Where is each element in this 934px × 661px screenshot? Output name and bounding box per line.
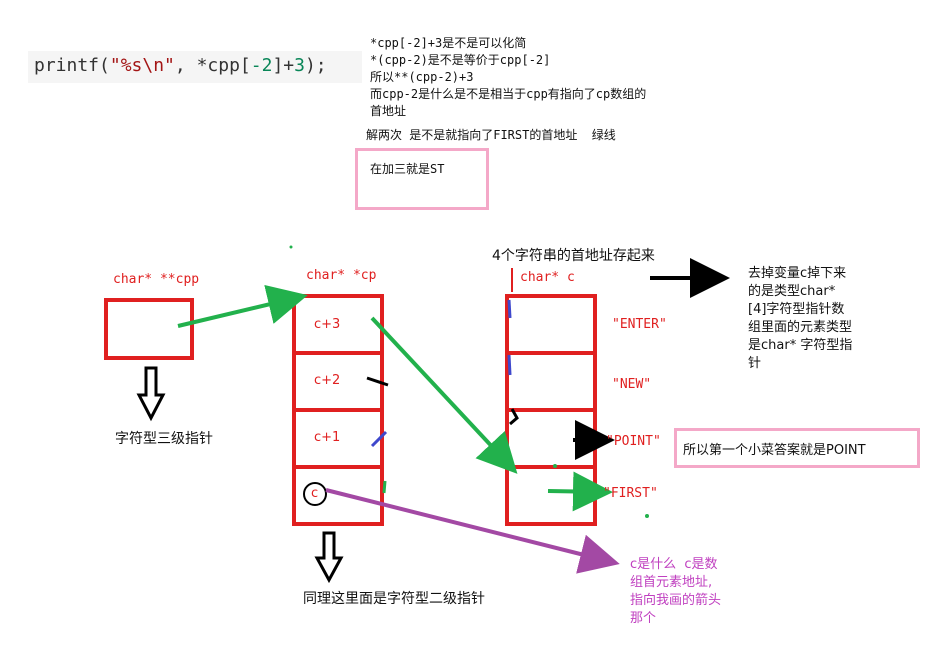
c-label: char* c — [520, 270, 575, 285]
side-note: 去掉变量c掉下来 的是类型char* [4]字符型指针数 组里面的元素类型 是c… — [748, 266, 853, 371]
note-line-4: 而cpp-2是什么是不是相当于cpp有指向了cp数组的 — [370, 87, 647, 101]
cp3-to-first-arrow — [370, 316, 518, 474]
string-new: "NEW" — [612, 377, 652, 392]
green-dot-2 — [553, 464, 557, 468]
c-circle — [303, 482, 327, 506]
note-line-1: *cpp[-2]+3是不是可以化简 — [370, 36, 527, 50]
c-to-note-arrow — [325, 488, 620, 574]
green-dot-3 — [645, 514, 649, 518]
answer-box: 所以第一个小菜答案就是POINT — [674, 428, 920, 468]
c-header-note: 4个字符串的首地址存起来 — [492, 248, 655, 264]
cpp-label: char* **cpp — [113, 272, 200, 287]
code-snippet: printf("%s\n", *cpp[-2]+3); — [34, 55, 327, 76]
cp-cell-c1: c+1 — [314, 430, 341, 445]
string-point: "POINT" — [606, 434, 661, 449]
note-plus-three: 在加三就是ST — [370, 162, 445, 176]
purple-note: c是什么 c是数 组首元素地址, 指向我画的箭头 那个 — [630, 557, 722, 626]
answer-text: 所以第一个小菜答案就是POINT — [683, 443, 866, 458]
string-first: "FIRST" — [603, 486, 658, 501]
green-tick — [382, 480, 387, 494]
first-string-arrow — [547, 471, 613, 512]
note-line-5: 首地址 — [370, 104, 407, 118]
cpp-down-arrow — [136, 366, 166, 422]
cpp-to-cp-arrow — [177, 284, 308, 328]
cp-cell-c3: c+3 — [314, 317, 341, 332]
cp-cell-c2: c+2 — [314, 373, 341, 388]
note-deref-twice: 解两次 是不是就指向了FIRST的首地址 绿线 — [366, 128, 616, 142]
blue-tick-c-top — [507, 299, 512, 319]
black-tick-c2 — [366, 376, 389, 387]
note-plus-three-box: 在加三就是ST — [355, 148, 489, 210]
cp-label: char* *cp — [306, 268, 377, 283]
note-line-3: 所以**(cpp-2)+3 — [370, 70, 474, 84]
note-line-2: *(cpp-2)是不是等价于cpp[-2] — [370, 53, 551, 67]
string-enter: "ENTER" — [612, 317, 667, 332]
cpp-box — [104, 298, 194, 360]
green-dot-1 — [289, 245, 293, 249]
cp-down-arrow — [314, 531, 344, 584]
cpp-caption: 字符型三级指针 — [115, 431, 213, 447]
black-tick-c-box — [509, 408, 519, 426]
blue-tick-c1 — [370, 430, 388, 448]
cp-cell-c: c — [311, 486, 319, 501]
code-snippet-background — [28, 51, 362, 83]
cp-caption: 同理这里面是字符型二级指针 — [303, 591, 485, 607]
blue-tick-c-mid — [507, 354, 512, 376]
